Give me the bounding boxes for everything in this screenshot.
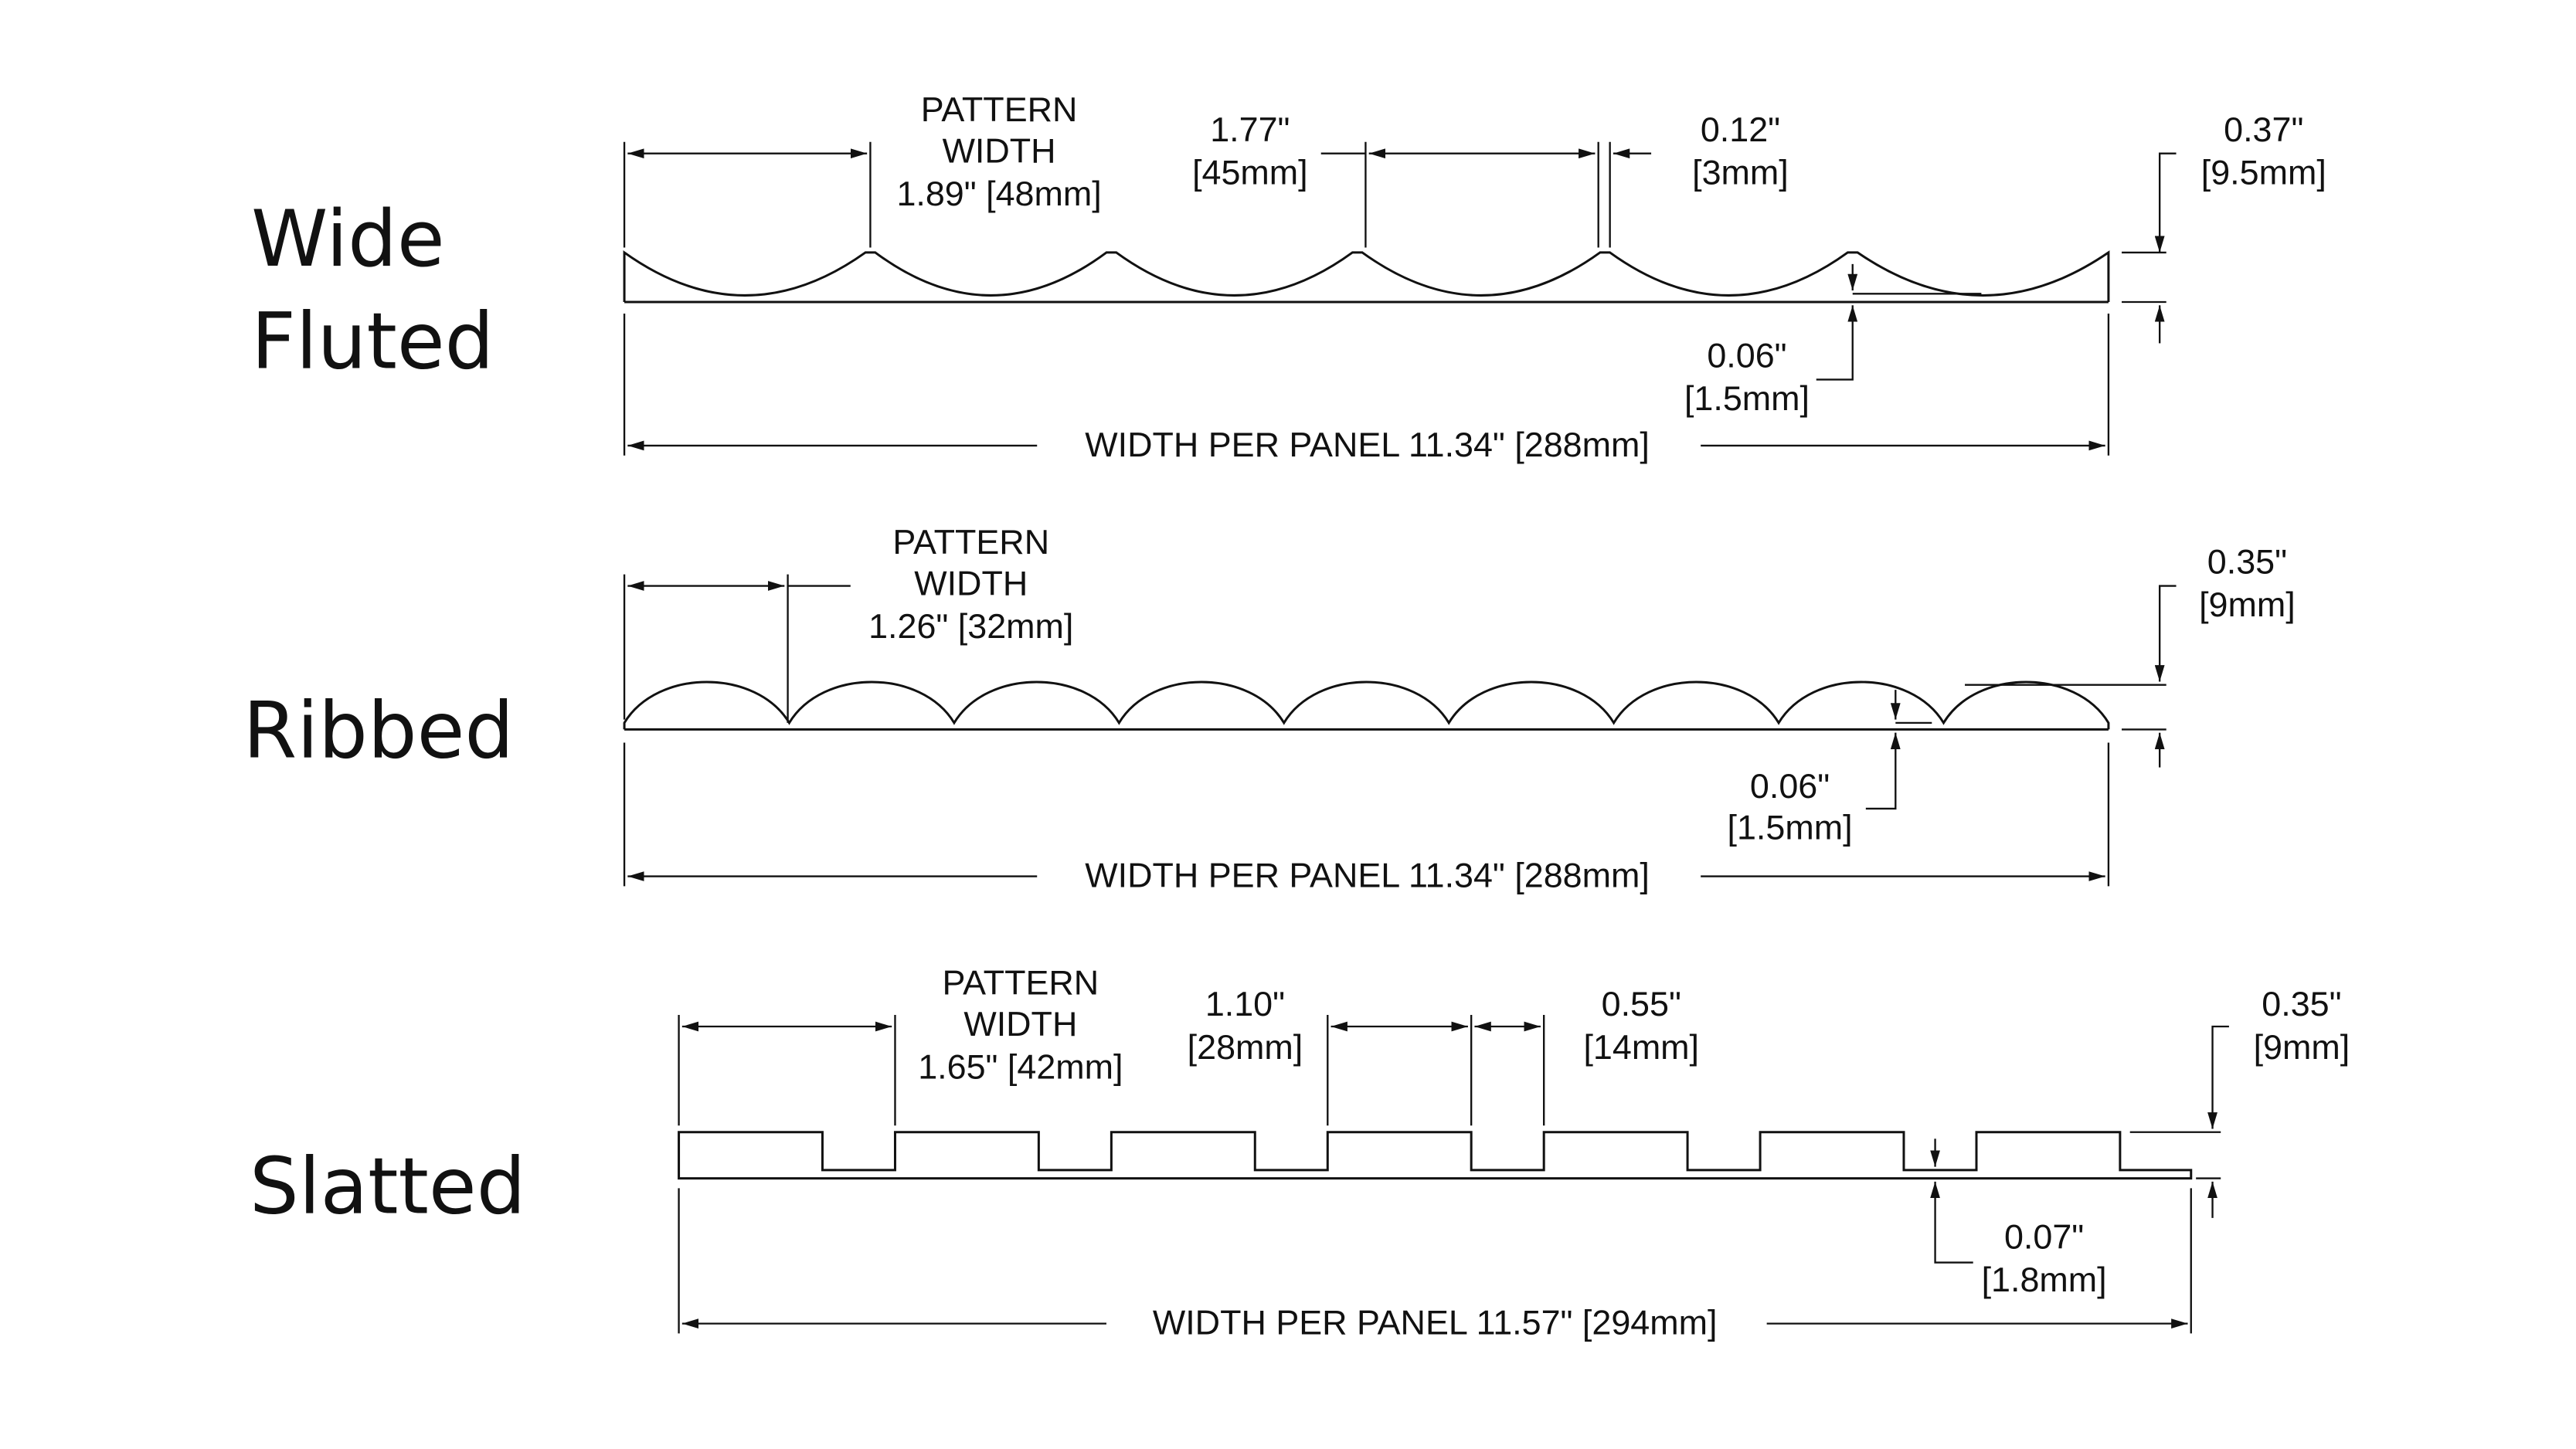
wide-fluted-gap-mm: [3mm] xyxy=(1692,152,1789,192)
wide-fluted-label-line1: Wide xyxy=(251,194,444,284)
slatted-base-in: 0.07" xyxy=(2004,1217,2084,1257)
slatted-slat-in: 1.10" xyxy=(1205,984,1285,1023)
slatted-pattern-value: 1.65" [42mm] xyxy=(918,1047,1123,1086)
ribbed-pattern-title2: WIDTH xyxy=(914,563,1028,602)
slatted-profile xyxy=(678,1131,2193,1180)
ribbed-extension-lines xyxy=(623,574,2166,887)
slatted-dimension-lines xyxy=(681,1021,2229,1329)
slatted-groove-in: 0.55" xyxy=(1602,984,1681,1023)
wide-fluted-pattern-title2: WIDTH xyxy=(943,131,1056,171)
ribbed-section: Ribbed PATTERN WIDTH 1.26" [32mm] 0.35" … xyxy=(243,522,2295,895)
ribbed-panel-width: WIDTH PER PANEL 11.34" [288mm] xyxy=(1085,856,1650,895)
ribbed-base-mm: [1.5mm] xyxy=(1728,808,1853,847)
slatted-pattern-title1: PATTERN xyxy=(943,962,1099,1002)
slatted-pattern-title2: WIDTH xyxy=(963,1004,1077,1043)
wide-fluted-section: Wide Fluted PATTERN WIDTH 1.89" [48 xyxy=(251,90,2326,464)
wide-fluted-thickness-in: 0.37" xyxy=(2224,110,2303,149)
slatted-label: Slatted xyxy=(250,1141,525,1231)
ribbed-label: Ribbed xyxy=(243,686,514,776)
wide-fluted-panel-width: WIDTH PER PANEL 11.34" [288mm] xyxy=(1085,425,1650,464)
wide-fluted-base-in: 0.06" xyxy=(1707,336,1786,375)
slatted-slat-mm: [28mm] xyxy=(1188,1027,1303,1067)
wide-fluted-extension-lines xyxy=(623,141,2166,456)
wide-fluted-base-mm: [1.5mm] xyxy=(1684,378,1810,418)
wide-fluted-pattern-title1: PATTERN xyxy=(921,90,1078,129)
wide-fluted-flute-in: 1.77" xyxy=(1210,110,1290,149)
slatted-groove-mm: [14mm] xyxy=(1583,1027,1699,1067)
ribbed-thickness-mm: [9mm] xyxy=(2199,585,2296,624)
slatted-panel-width: WIDTH PER PANEL 11.57" [294mm] xyxy=(1153,1303,1718,1342)
wide-fluted-label-line2: Fluted xyxy=(251,296,494,386)
ribbed-base-in: 0.06" xyxy=(1750,766,1830,806)
wide-fluted-pattern-value: 1.89" [48mm] xyxy=(896,174,1101,213)
slatted-section: Slatted PATTERN WIDTH 1.65" [42mm] 1.10"… xyxy=(250,962,2350,1342)
ribbed-profile xyxy=(623,680,2110,730)
wide-fluted-flute-mm: [45mm] xyxy=(1192,152,1308,192)
wide-fluted-profile xyxy=(623,250,2110,303)
ribbed-pattern-value: 1.26" [32mm] xyxy=(868,606,1073,646)
ribbed-dimension-lines xyxy=(627,581,2177,881)
ribbed-thickness-in: 0.35" xyxy=(2207,542,2287,582)
slatted-extension-lines xyxy=(678,1015,2221,1334)
wide-fluted-gap-in: 0.12" xyxy=(1701,110,1780,149)
wide-fluted-dimension-lines xyxy=(627,148,2177,451)
ribbed-pattern-title1: PATTERN xyxy=(892,522,1049,562)
slatted-base-mm: [1.8mm] xyxy=(1982,1260,2107,1299)
slatted-thickness-mm: [9mm] xyxy=(2254,1027,2350,1067)
wide-fluted-thickness-mm: [9.5mm] xyxy=(2201,152,2326,192)
slatted-thickness-in: 0.35" xyxy=(2262,984,2341,1023)
